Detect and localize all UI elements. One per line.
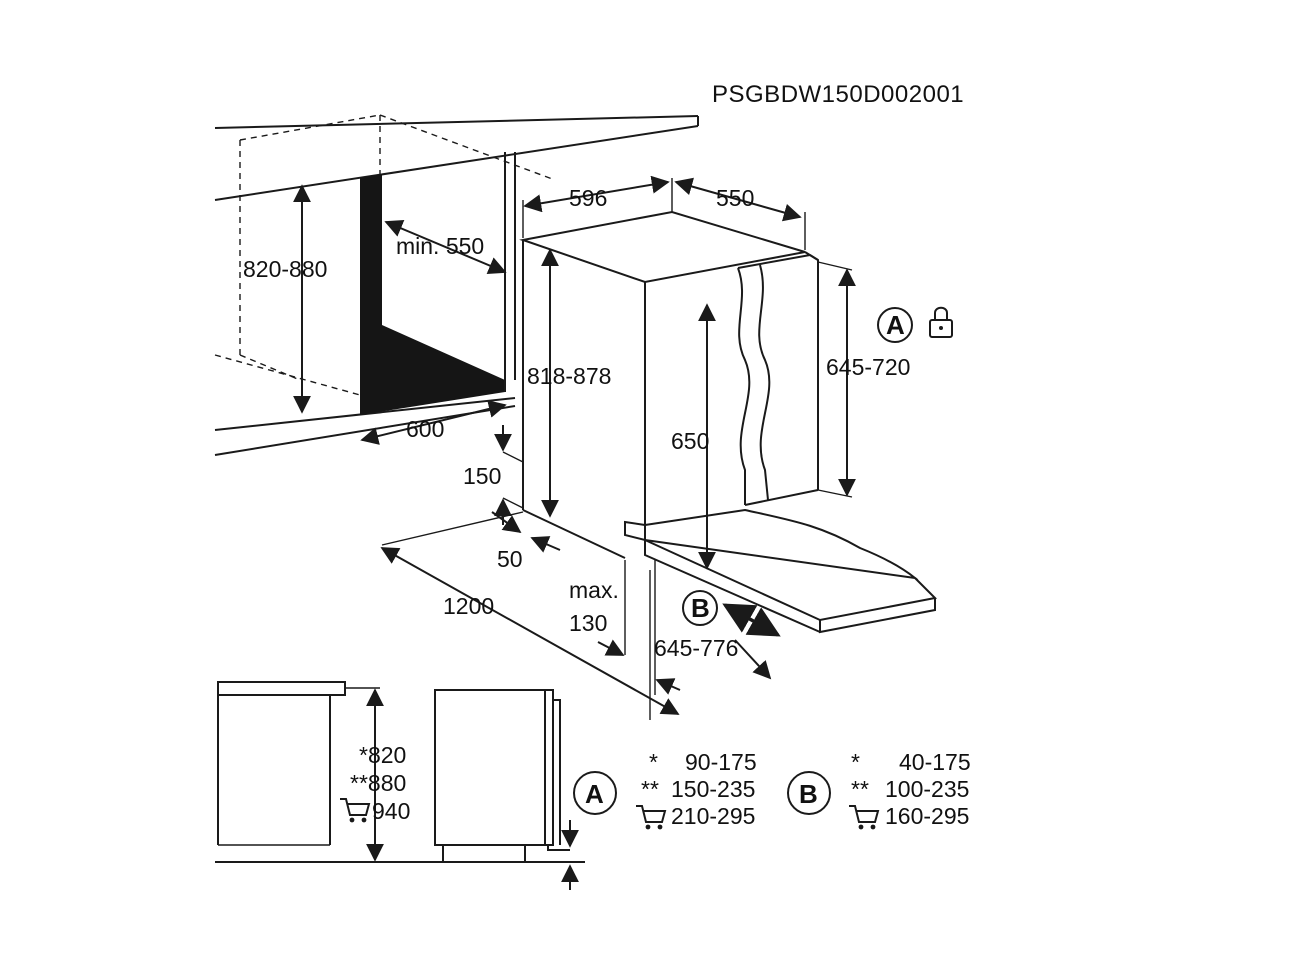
shopping-cart-icon [339, 798, 370, 824]
lock-icon [929, 306, 953, 338]
table-b: B * 40-175 ** 100-235 160-295 [787, 749, 971, 831]
table-a-letter: A [585, 779, 604, 809]
niche-width-label: 600 [406, 416, 444, 442]
side-height-1: *820 [359, 742, 406, 768]
door-swing-label: 645-776 [654, 635, 738, 661]
table-b-mark-1: * [851, 749, 860, 775]
width-label: 596 [569, 185, 607, 211]
dishwasher-drawing [380, 175, 938, 720]
side-height-3: 940 [372, 798, 410, 824]
appliance-height-label: 818-878 [527, 363, 611, 389]
side-height-2: **880 [350, 770, 406, 796]
depth-label: 550 [716, 185, 754, 211]
marker-a: A [877, 307, 913, 343]
door-inner-label: 650 [671, 428, 709, 454]
max-value-label: 130 [569, 610, 607, 636]
product-code: PSGBDW150D002001 [712, 81, 964, 108]
plinth-height-label: 150 [463, 463, 501, 489]
table-a-mark-1: * [649, 749, 658, 775]
door-height-label: 645-720 [826, 354, 910, 380]
niche-depth-label: min. 550 [396, 233, 484, 259]
max-label: max. [569, 577, 619, 603]
table-b-value-1: 40-175 [899, 749, 971, 775]
marker-b-letter: B [691, 593, 710, 623]
shopping-cart-icon [635, 805, 666, 831]
table-a-value-3: 210-295 [671, 803, 755, 829]
table-a: A * 90-175 ** 150-235 210-295 [573, 749, 757, 831]
table-b-value-2: 100-235 [885, 776, 969, 802]
table-b-value-3: 160-295 [885, 803, 969, 829]
table-b-letter: B [799, 779, 818, 809]
niche-back-wall [360, 174, 505, 415]
niche-drawing [214, 114, 699, 456]
marker-a-letter: A [886, 310, 905, 340]
door-reach-label: 1200 [443, 593, 494, 619]
plinth-gap-label: 50 [497, 546, 523, 572]
table-a-mark-2: ** [641, 776, 659, 802]
table-a-value-1: 90-175 [685, 749, 757, 775]
table-a-value-2: 150-235 [671, 776, 755, 802]
niche-height-label: 820-880 [243, 256, 327, 282]
side-view-drawing [215, 681, 585, 890]
shopping-cart-icon [848, 805, 879, 831]
marker-b: B [682, 590, 718, 626]
table-b-mark-2: ** [851, 776, 869, 802]
